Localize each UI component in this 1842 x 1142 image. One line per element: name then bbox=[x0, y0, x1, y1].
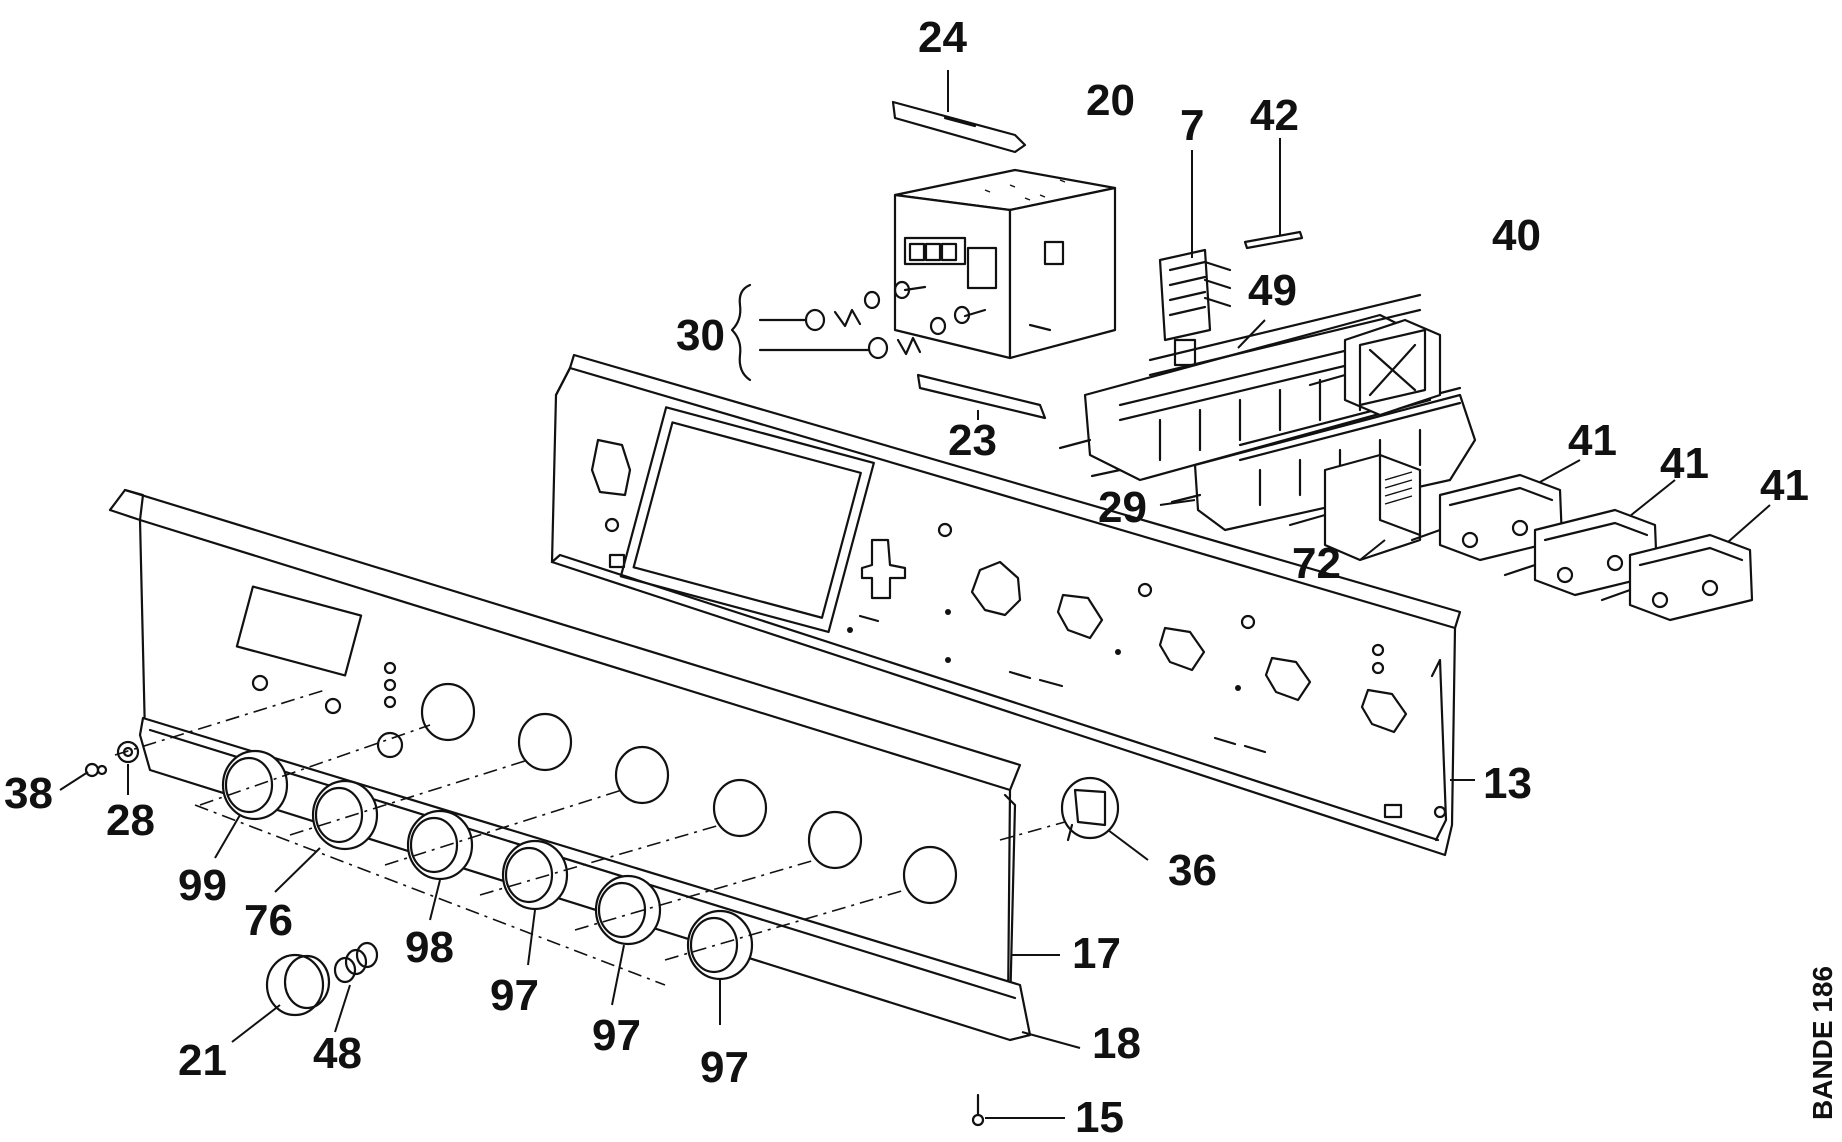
bezel-ring-98 bbox=[406, 809, 474, 881]
front-fascia-panel bbox=[108, 488, 1022, 1012]
bezel-ring-97-second bbox=[594, 874, 662, 946]
label-13: 13 bbox=[1483, 759, 1532, 808]
label-24: 24 bbox=[918, 13, 967, 62]
screw-15 bbox=[971, 1093, 985, 1127]
label-42: 42 bbox=[1250, 91, 1299, 140]
label-48: 48 bbox=[313, 1029, 362, 1078]
bezel-ring-76 bbox=[311, 779, 379, 851]
regulator-41-second bbox=[1503, 508, 1659, 597]
label-29: 29 bbox=[1098, 483, 1147, 532]
switch-72 bbox=[1288, 453, 1422, 562]
bracket-24 bbox=[891, 100, 1027, 154]
label-49: 49 bbox=[1248, 266, 1297, 315]
leader-lines bbox=[59, 70, 1771, 1119]
label-97-first: 97 bbox=[490, 971, 539, 1020]
rear-control-panel bbox=[550, 353, 1462, 857]
screw-38 bbox=[84, 762, 108, 778]
regulator-41-third bbox=[1600, 533, 1754, 622]
bracket-23 bbox=[916, 373, 1047, 420]
part-labels: 24 20 7 42 40 30 49 23 41 41 41 29 72 13… bbox=[4, 13, 1809, 1142]
switch-bank-49 bbox=[1058, 293, 1432, 482]
bezel-ring-99 bbox=[221, 749, 289, 821]
spring-48 bbox=[333, 941, 379, 984]
terminal-block-7 bbox=[1158, 248, 1232, 367]
label-40: 40 bbox=[1492, 211, 1541, 260]
label-97-third: 97 bbox=[700, 1043, 749, 1092]
bezel-ring-97-third bbox=[686, 909, 754, 981]
reference-code: BANDE 186 bbox=[1807, 966, 1838, 1120]
label-99: 99 bbox=[178, 861, 227, 910]
label-98: 98 bbox=[405, 923, 454, 972]
label-97-second: 97 bbox=[592, 1011, 641, 1060]
label-15: 15 bbox=[1075, 1093, 1124, 1142]
label-30: 30 bbox=[676, 311, 725, 360]
label-7: 7 bbox=[1180, 101, 1204, 150]
label-41-third: 41 bbox=[1760, 461, 1809, 510]
washer-28 bbox=[116, 740, 140, 764]
label-20: 20 bbox=[1086, 76, 1135, 125]
label-18: 18 bbox=[1092, 1019, 1141, 1068]
label-23: 23 bbox=[948, 416, 997, 465]
label-41-second: 41 bbox=[1660, 439, 1709, 488]
timer-module-20 bbox=[893, 168, 1117, 360]
fuse-42 bbox=[1243, 230, 1304, 250]
label-36: 36 bbox=[1168, 846, 1217, 895]
label-41-first: 41 bbox=[1568, 416, 1617, 465]
knob-21 bbox=[265, 953, 331, 1017]
label-38: 38 bbox=[4, 769, 53, 818]
label-21: 21 bbox=[178, 1036, 227, 1085]
label-28: 28 bbox=[106, 796, 155, 845]
alignment-lines bbox=[114, 689, 1073, 986]
regulator-40 bbox=[1308, 318, 1442, 417]
label-72: 72 bbox=[1292, 539, 1341, 588]
bezel-ring-97-first bbox=[501, 839, 569, 911]
label-76: 76 bbox=[244, 896, 293, 945]
button-set-30 bbox=[730, 280, 987, 382]
clip-36 bbox=[1060, 776, 1120, 842]
label-17: 17 bbox=[1072, 929, 1121, 978]
